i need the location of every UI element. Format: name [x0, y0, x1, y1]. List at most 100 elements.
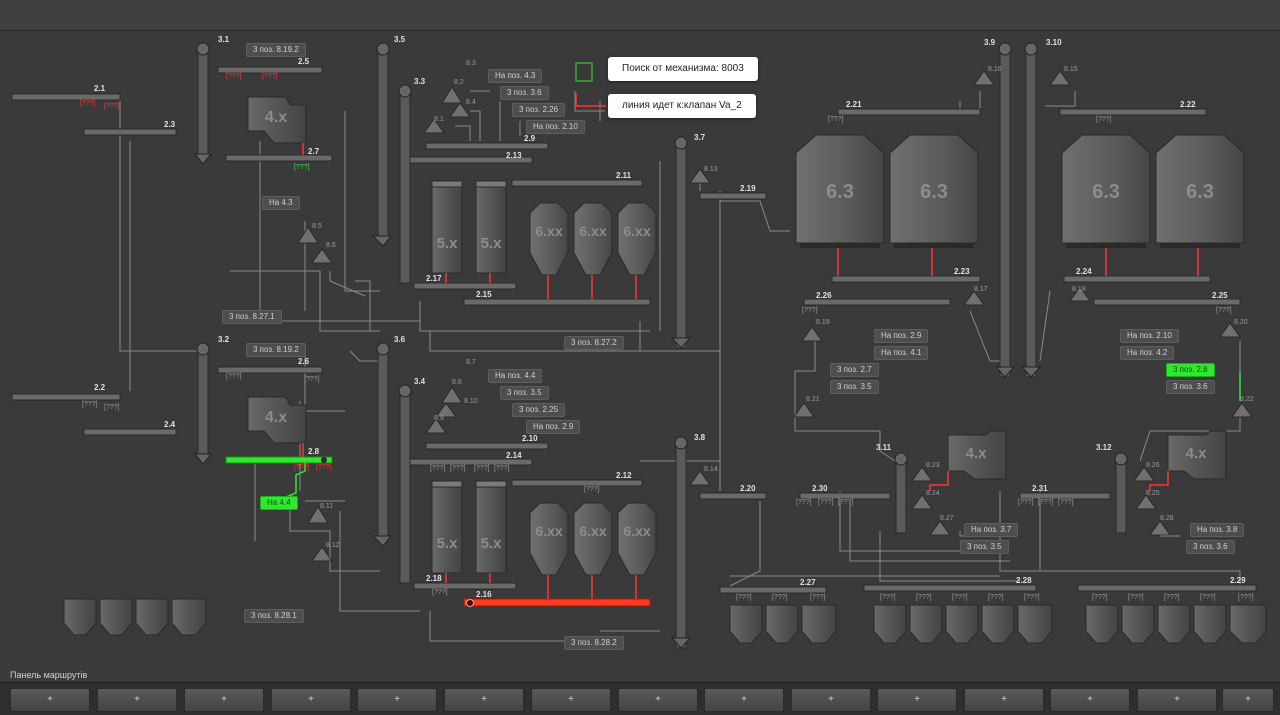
conveyor-2-16-drive — [466, 599, 474, 607]
route-button[interactable]: + — [1050, 688, 1130, 712]
status-unknown: [???] — [474, 465, 490, 472]
label-3-5: 3.5 — [394, 35, 406, 44]
line-popup[interactable]: линия идет к:клапан Va_2 — [608, 94, 756, 118]
label-8-13: 8.13 — [704, 166, 718, 173]
status-unknown: [???] — [1096, 116, 1112, 123]
route-tag[interactable]: На поз. 2.10 — [1120, 329, 1179, 343]
silos-6xx — [529, 202, 657, 576]
label-2-13: 2.13 — [506, 151, 522, 160]
route-tag[interactable]: 3 поз. 2.7 — [830, 363, 879, 377]
silo-6xx-label: 6.xx — [623, 223, 651, 239]
route-tag[interactable]: На поз. 2.9 — [874, 329, 929, 343]
status-unknown: [???] — [80, 100, 96, 107]
label-8-20: 8.20 — [1234, 319, 1248, 326]
route-tag-active[interactable]: На 4.4 — [260, 496, 298, 510]
status-unknown: [???] — [1200, 594, 1216, 601]
silo-6xx-label: 6.xx — [623, 523, 651, 539]
route-button[interactable]: + — [444, 688, 524, 712]
route-tag[interactable]: На поз. 3.8 — [1190, 523, 1245, 537]
route-tag[interactable]: На поз. 4.3 — [488, 69, 543, 83]
route-tag[interactable]: На поз. 3.7 — [964, 523, 1019, 537]
label-2-31: 2.31 — [1032, 484, 1048, 493]
bin-4x-label: 4.x — [264, 109, 288, 126]
route-button[interactable]: + — [704, 688, 784, 712]
route-tag[interactable]: 3 поз. 8.27.2 — [564, 336, 624, 350]
label-8-3: 8.3 — [466, 60, 476, 67]
top-bar — [0, 0, 1280, 31]
label-8-16: 8.16 — [988, 66, 1002, 73]
conveyor-2-23 — [831, 275, 981, 283]
elevator-3-9 — [994, 42, 1016, 378]
elevator-3-1 — [193, 42, 213, 165]
elevator-3-2 — [193, 342, 213, 465]
status-unknown: [???] — [432, 589, 448, 596]
label-2-26: 2.26 — [816, 291, 832, 300]
conveyor-2-21 — [837, 108, 981, 116]
label-3-2: 3.2 — [218, 335, 230, 344]
status-unknown: [???] — [838, 499, 854, 506]
elevator-3-7 — [670, 136, 692, 349]
label-2-27: 2.27 — [800, 578, 816, 587]
conveyor-2-20 — [699, 492, 767, 500]
route-button[interactable]: + — [357, 688, 437, 712]
label-2-4: 2.4 — [164, 420, 176, 429]
route-tag[interactable]: 3 поз. 3.5 — [830, 380, 879, 394]
silo-6xx-label: 6.xx — [535, 523, 563, 539]
route-tag[interactable]: 3 поз. 8.19.2 — [246, 43, 306, 57]
label-2-16: 2.16 — [476, 590, 492, 599]
route-button[interactable]: + — [184, 688, 264, 712]
conveyor-2-15 — [463, 298, 651, 306]
route-tag[interactable]: На поз. 4.4 — [488, 369, 543, 383]
route-tag[interactable]: 3 поз. 2.25 — [512, 403, 566, 417]
silo-6-3-label: 6.3 — [826, 181, 854, 203]
route-tag-active[interactable]: 3 поз. 2.8 — [1166, 363, 1215, 377]
status-unknown: [???] — [262, 73, 278, 80]
conveyor-2-2 — [11, 393, 121, 401]
route-tag[interactable]: На поз. 4.2 — [1120, 346, 1175, 360]
route-tag[interactable]: 3 поз. 2.26 — [512, 103, 566, 117]
label-8-9: 8.9 — [434, 415, 444, 422]
route-tag[interactable]: 3 поз. 3.6 — [1166, 380, 1215, 394]
label-2-9: 2.9 — [524, 134, 536, 143]
label-3-3: 3.3 — [414, 77, 426, 86]
route-tag[interactable]: 3 поз. 3.5 — [960, 540, 1009, 554]
route-tag[interactable]: 3 поз. 8.27.1 — [222, 310, 282, 324]
status-unknown: [???] — [226, 373, 242, 380]
route-tag[interactable]: На поз. 2.9 — [526, 420, 581, 434]
bin-4x-label: 4.x — [1185, 445, 1207, 462]
route-tag[interactable]: 3 поз. 8.28.2 — [564, 636, 624, 650]
status-unknown: [???] — [1024, 594, 1040, 601]
route-tag[interactable]: 3 поз. 3.6 — [500, 86, 549, 100]
route-button[interactable]: + — [97, 688, 177, 712]
route-tag[interactable]: 3 поз. 8.28.1 — [244, 609, 304, 623]
status-unknown: [???] — [1018, 499, 1034, 506]
route-button[interactable]: + — [618, 688, 698, 712]
bin-4x-label: 4.x — [965, 445, 987, 462]
label-8-18: 8.18 — [1072, 286, 1086, 293]
route-button[interactable]: + — [531, 688, 611, 712]
search-popup[interactable]: Поиск от механизма: 8003 — [608, 57, 758, 81]
label-2-10: 2.10 — [522, 434, 538, 443]
route-button[interactable]: + — [271, 688, 351, 712]
label-8-14: 8.14 — [704, 466, 718, 473]
route-tag[interactable]: На поз. 4.1 — [874, 346, 929, 360]
elevators — [193, 42, 1128, 649]
route-button[interactable]: + — [964, 688, 1044, 712]
route-tag[interactable]: 3 поз. 8.19.2 — [246, 343, 306, 357]
route-tag[interactable]: 3 поз. 3.5 — [500, 386, 549, 400]
route-tag[interactable]: На поз. 2.10 — [526, 120, 585, 134]
conveyor-2-7 — [225, 154, 333, 162]
route-tag[interactable]: 3 поз. 3.6 — [1186, 540, 1235, 554]
route-button[interactable]: + — [10, 688, 90, 712]
route-panel-title: Панель маршрутів — [10, 670, 88, 680]
silos-6-3 — [795, 134, 1245, 244]
route-button[interactable]: + — [1137, 688, 1217, 712]
route-button[interactable]: + — [1222, 688, 1274, 712]
label-8-15: 8.15 — [1064, 66, 1078, 73]
bins-5x — [431, 180, 507, 574]
conveyor-2-22 — [1059, 108, 1207, 116]
route-button[interactable]: + — [791, 688, 871, 712]
route-button[interactable]: + — [877, 688, 957, 712]
route-tag[interactable]: На 4.3 — [262, 196, 300, 210]
status-unknown: [???] — [226, 73, 242, 80]
